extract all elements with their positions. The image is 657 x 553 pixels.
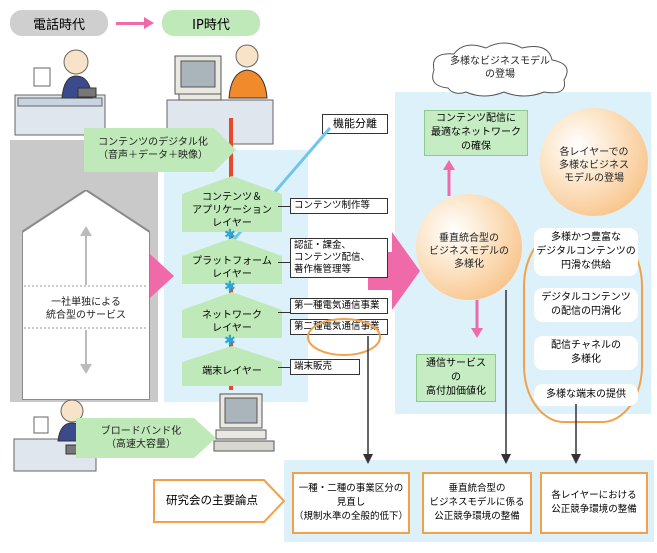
- ip-era-label: IP時代: [162, 10, 260, 36]
- layer-content-line-1: コンテンツ＆: [202, 191, 262, 203]
- tag-platform-line-1: 認証・課金、: [294, 240, 352, 251]
- tag-platform-line-2: コンテンツ配信、: [294, 252, 371, 263]
- integrated-service-text: 一社単独による 統合型のサービス: [30, 296, 142, 322]
- layer-shapes: [182, 176, 282, 386]
- layer-business-line-1: 各レイヤーでの: [559, 147, 629, 158]
- connector-star-2: ✱: [224, 279, 236, 295]
- optimal-network-line-1: コンテンツ配信に: [436, 113, 516, 124]
- broadband-text: ブロードバンド化 （高速大容量）: [82, 425, 200, 451]
- tag-content-production: コンテンツ制作等: [290, 198, 388, 214]
- layer-content-line-3: レイヤー: [212, 217, 252, 229]
- optimal-network-box: コンテンツ配信に 最適なネットワーク の確保: [424, 110, 528, 156]
- integrated-service-house: [22, 190, 150, 400]
- tag-line-1: [278, 206, 290, 207]
- issue-1-line-3: （規制水準の全般的低下）: [294, 511, 409, 522]
- era-arrow-head: [144, 17, 154, 29]
- item-1-line-1: 多様かつ豊富な: [551, 232, 621, 243]
- broadband-arrow: [76, 418, 216, 458]
- tag-line-3: [278, 312, 290, 313]
- item-2-line-1: デジタルコンテンツ: [541, 292, 631, 303]
- layer-platform-line-2: レイヤー: [212, 269, 252, 280]
- arrow-to-issue-3: [571, 404, 581, 464]
- layer-network: ネットワーク レイヤー: [186, 307, 278, 337]
- main-issues-arrow: [153, 479, 286, 523]
- optimal-network-line-2: 最適なネットワーク: [431, 127, 521, 138]
- comm-value-box: 通信サービス の 高付加価値化: [416, 354, 496, 402]
- layer-platform: プラットフォーム レイヤー: [186, 254, 278, 282]
- network-orange-loop: [307, 318, 381, 356]
- content-digital-line-2: （音声＋データ＋映像）: [98, 150, 208, 161]
- layer-business-line-3: モデルの登場: [564, 173, 624, 184]
- item-terminal-provision: 多様な端末の提供: [534, 384, 638, 406]
- layer-network-line-1: ネットワーク: [202, 310, 262, 321]
- vertical-line-1: 垂直統合型の: [439, 233, 499, 244]
- layer-terminal: 端末レイヤー: [202, 365, 262, 377]
- vertical-line-3: 多様化: [454, 259, 484, 270]
- pink-arrow-right: [368, 232, 420, 310]
- connector-star-1: ✱: [224, 227, 236, 243]
- cloud-line-2: の登場: [485, 69, 515, 80]
- layer-business-text: 各レイヤーでの 多様なビジネス モデルの登場: [544, 146, 644, 185]
- item-digital-content-supply: 多様かつ豊富な デジタルコンテンツの 円滑な供給: [534, 228, 638, 276]
- vertical-integration-text: 垂直統合型の ビジネスモデルの 多様化: [420, 232, 518, 271]
- terminal-pc-icon: [213, 393, 275, 452]
- tag-type1-telecom: 第一種電気通信事業: [290, 298, 388, 314]
- pink-up-arrow: [443, 160, 455, 196]
- layer-business-circle: [540, 108, 648, 216]
- pink-down-arrow: [471, 300, 483, 338]
- vertical-line-2: ビジネスモデルの: [429, 246, 509, 257]
- function-separation-label: 機能分離: [322, 114, 388, 134]
- era-arrow: [116, 22, 146, 25]
- optimal-network-line-3: の確保: [461, 141, 491, 152]
- integrated-service-line-2: 統合型のサービス: [46, 310, 126, 321]
- connector-star-3: ✱: [224, 333, 236, 349]
- vertical-integration-circle: [416, 194, 522, 300]
- item-1-line-3: 円滑な供給: [561, 260, 611, 271]
- issue-3-line-2: 公正競争環境の整備: [551, 504, 637, 515]
- layer-business-line-2: 多様なビジネス: [559, 160, 629, 171]
- cloud-text: 多様なビジネスモデル の登場: [440, 55, 560, 81]
- phone-era-label: 電話時代: [10, 10, 108, 36]
- layer-network-line-2: レイヤー: [212, 323, 252, 334]
- comm-value-line-1: 通信サービス: [426, 358, 486, 369]
- issue-layer-competition: 各レイヤーにおける 公正競争環境の整備: [540, 472, 648, 534]
- pink-arrow-left: [150, 254, 174, 298]
- layer-content-app: コンテンツ＆ アプリケーション レイヤー: [186, 190, 278, 230]
- item-1-line-2: デジタルコンテンツの: [536, 246, 636, 257]
- issue-1-line-1: 一種・二種の事業区分の: [298, 483, 404, 494]
- phone-user-illustration: [14, 49, 106, 136]
- item-2-line-2: の配信の円滑化: [551, 306, 621, 317]
- tag-line-2: [278, 262, 290, 263]
- business-model-cloud: [432, 42, 568, 97]
- content-digital-arrow: [84, 128, 236, 172]
- layer-platform-line-1: プラットフォーム: [192, 256, 272, 267]
- item-channel-diversity: 配信チャネルの 多様化: [534, 336, 638, 370]
- layer-content-line-2: アプリケーション: [192, 204, 272, 216]
- broadband-line-1: ブロードバンド化: [100, 426, 182, 437]
- item-3-line-2: 多様化: [571, 354, 601, 365]
- tag-line-4: [278, 367, 290, 368]
- broadband-line-2: （高速大容量）: [106, 439, 176, 450]
- content-digital-text: コンテンツのデジタル化 （音声＋データ＋映像）: [88, 136, 218, 162]
- item-3-line-1: 配信チャネルの: [551, 340, 621, 351]
- cloud-line-1: 多様なビジネスモデル: [450, 56, 550, 67]
- integrated-service-line-1: 一社単独による: [51, 297, 121, 308]
- arrow-to-issue-1: [363, 336, 373, 464]
- issue-business-category: 一種・二種の事業区分の 見直し （規制水準の全般的低下）: [292, 472, 410, 534]
- issue-2-line-1: 垂直統合型の: [448, 483, 506, 494]
- issue-3-line-1: 各レイヤーにおける: [551, 490, 637, 501]
- issue-2-line-2: ビジネスモデルに係る: [429, 497, 525, 508]
- comm-value-line-2: の: [451, 372, 461, 383]
- tag-platform-services: 認証・課金、 コンテンツ配信、 著作権管理等: [290, 238, 388, 278]
- main-issues-label: 研究会の主要論点: [166, 493, 258, 507]
- item-content-delivery: デジタルコンテンツ の配信の円滑化: [534, 288, 638, 322]
- issue-2-line-3: 公正競争環境の整備: [434, 511, 520, 522]
- issue-vertical-competition: 垂直統合型の ビジネスモデルに係る 公正競争環境の整備: [422, 472, 532, 534]
- content-digital-line-1: コンテンツのデジタル化: [98, 137, 208, 148]
- arrow-to-issue-2: [501, 290, 511, 464]
- issue-1-line-2: 見直し: [336, 497, 366, 508]
- comm-value-line-3: 高付加価値化: [426, 386, 486, 397]
- tag-terminal-sales: 端末販売: [290, 359, 360, 375]
- tag-platform-line-3: 著作権管理等: [294, 264, 352, 275]
